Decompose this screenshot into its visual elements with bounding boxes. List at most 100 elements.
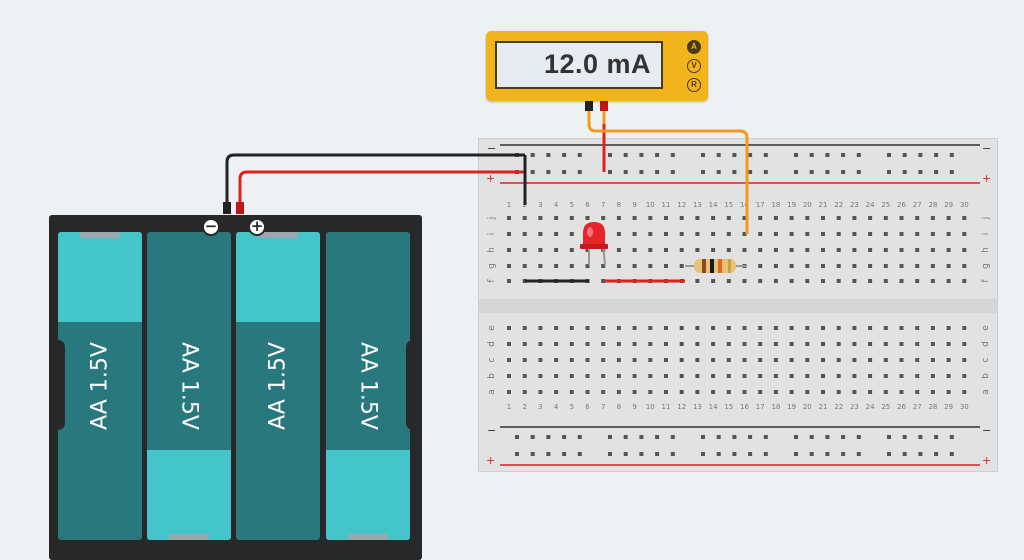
strip-hole[interactable]: [742, 248, 747, 252]
strip-hole[interactable]: [821, 374, 825, 378]
rail-hole[interactable]: [887, 452, 891, 456]
strip-hole[interactable]: [915, 342, 920, 346]
strip-hole[interactable]: [773, 279, 778, 283]
strip-hole[interactable]: [648, 264, 653, 268]
strip-hole[interactable]: [632, 358, 637, 362]
strip-hole[interactable]: [946, 358, 951, 362]
strip-hole[interactable]: [522, 374, 527, 378]
rail-hole[interactable]: [841, 452, 846, 456]
strip-hole[interactable]: [883, 390, 888, 394]
strip-hole[interactable]: [773, 390, 778, 394]
rail-hole[interactable]: [670, 170, 675, 174]
strip-hole[interactable]: [915, 216, 920, 220]
strip-hole[interactable]: [836, 264, 841, 268]
strip-hole[interactable]: [711, 248, 716, 252]
strip-hole[interactable]: [616, 326, 621, 330]
strip-hole[interactable]: [773, 342, 778, 346]
strip-hole[interactable]: [695, 232, 700, 236]
rail-hole[interactable]: [949, 153, 954, 157]
rail-hole[interactable]: [732, 153, 737, 157]
strip-hole[interactable]: [821, 390, 825, 394]
resistor[interactable]: [685, 259, 747, 273]
rail-hole[interactable]: [530, 153, 535, 157]
strip-hole[interactable]: [664, 342, 668, 346]
strip-hole[interactable]: [648, 216, 653, 220]
rail-hole[interactable]: [763, 452, 768, 456]
rail-hole[interactable]: [562, 435, 567, 439]
rail-hole[interactable]: [856, 452, 861, 456]
strip-hole[interactable]: [883, 216, 888, 220]
strip-hole[interactable]: [789, 374, 794, 378]
strip-hole[interactable]: [868, 358, 873, 362]
strip-hole[interactable]: [538, 390, 543, 394]
strip-hole[interactable]: [899, 279, 904, 283]
strip-hole[interactable]: [507, 232, 511, 236]
strip-hole[interactable]: [836, 279, 841, 283]
strip-hole[interactable]: [852, 374, 857, 378]
strip-hole[interactable]: [821, 232, 825, 236]
strip-hole[interactable]: [538, 326, 543, 330]
rail-hole[interactable]: [546, 435, 551, 439]
strip-hole[interactable]: [962, 390, 967, 394]
strip-hole[interactable]: [585, 342, 590, 346]
strip-hole[interactable]: [789, 264, 794, 268]
rail-hole[interactable]: [918, 452, 923, 456]
strip-hole[interactable]: [915, 248, 920, 252]
rail-hole[interactable]: [639, 170, 644, 174]
strip-hole[interactable]: [899, 232, 904, 236]
strip-hole[interactable]: [962, 279, 967, 283]
rail-hole[interactable]: [794, 153, 798, 157]
strip-hole[interactable]: [852, 216, 857, 220]
rail-hole[interactable]: [608, 170, 612, 174]
strip-hole[interactable]: [616, 248, 621, 252]
wire-orange-probe-black[interactable]: [587, 104, 749, 234]
strip-hole[interactable]: [695, 374, 700, 378]
rail-hole[interactable]: [655, 435, 660, 439]
strip-hole[interactable]: [758, 390, 763, 394]
rail-hole[interactable]: [902, 435, 907, 439]
strip-hole[interactable]: [962, 216, 967, 220]
strip-hole[interactable]: [726, 248, 731, 252]
rail-hole[interactable]: [530, 435, 535, 439]
strip-hole[interactable]: [962, 232, 967, 236]
strip-hole[interactable]: [522, 216, 527, 220]
rail-hole[interactable]: [608, 153, 612, 157]
wire-red-battery-to-rail[interactable]: [238, 170, 525, 210]
strip-hole[interactable]: [805, 264, 810, 268]
rail-hole[interactable]: [763, 435, 768, 439]
rail-hole[interactable]: [763, 153, 768, 157]
strip-hole[interactable]: [962, 374, 967, 378]
strip-hole[interactable]: [726, 374, 731, 378]
strip-hole[interactable]: [868, 279, 873, 283]
strip-hole[interactable]: [648, 374, 653, 378]
strip-hole[interactable]: [789, 216, 794, 220]
rail-hole[interactable]: [918, 153, 923, 157]
strip-hole[interactable]: [507, 279, 511, 283]
strip-hole[interactable]: [758, 342, 763, 346]
strip-hole[interactable]: [726, 232, 731, 236]
strip-hole[interactable]: [585, 374, 590, 378]
strip-hole[interactable]: [679, 232, 684, 236]
strip-hole[interactable]: [899, 374, 904, 378]
strip-hole[interactable]: [601, 216, 606, 220]
strip-hole[interactable]: [773, 216, 778, 220]
strip-hole[interactable]: [538, 232, 543, 236]
strip-hole[interactable]: [868, 390, 873, 394]
strip-hole[interactable]: [585, 358, 590, 362]
strip-hole[interactable]: [585, 216, 590, 220]
strip-hole[interactable]: [507, 264, 511, 268]
rail-hole[interactable]: [670, 435, 675, 439]
strip-hole[interactable]: [585, 326, 590, 330]
rail-hole[interactable]: [670, 452, 675, 456]
rail-hole[interactable]: [655, 452, 660, 456]
strip-hole[interactable]: [554, 264, 559, 268]
strip-hole[interactable]: [554, 248, 559, 252]
strip-hole[interactable]: [852, 264, 857, 268]
strip-hole[interactable]: [883, 279, 888, 283]
strip-hole[interactable]: [648, 358, 653, 362]
strip-hole[interactable]: [711, 390, 716, 394]
battery-cell-4[interactable]: AA 1.5V: [326, 232, 410, 540]
rail-hole[interactable]: [856, 435, 861, 439]
strip-hole[interactable]: [899, 342, 904, 346]
strip-hole[interactable]: [538, 342, 543, 346]
